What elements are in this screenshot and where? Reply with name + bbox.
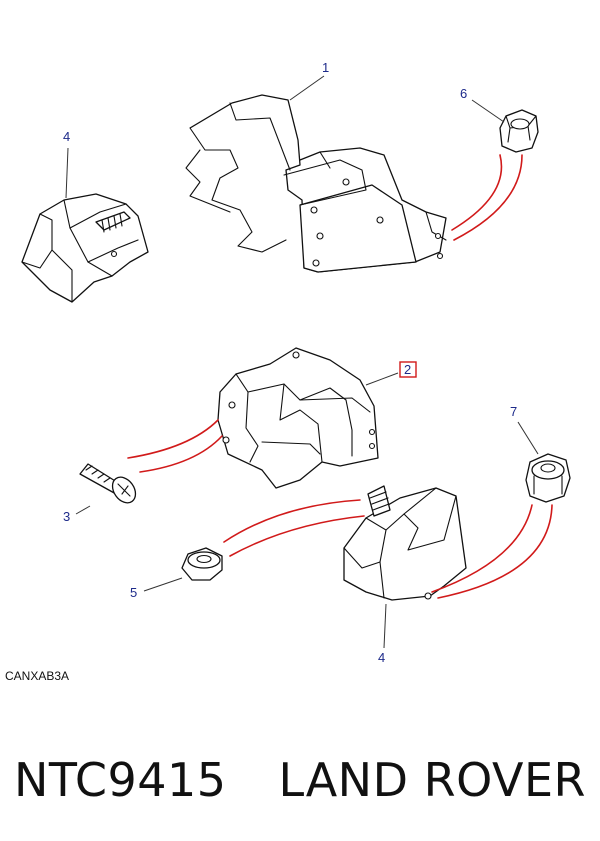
part-4-engine-mount-lower (343, 485, 467, 601)
callout-1[interactable]: 1 (322, 60, 329, 75)
part-4-engine-mount-upper (21, 193, 149, 303)
callout-numbers: 1 6 4 2 7 3 5 4 (63, 60, 517, 665)
part-1-chassis-bracket (185, 94, 447, 273)
callout-3[interactable]: 3 (63, 509, 70, 524)
part-caption: NTC9415 LAND ROVER (0, 735, 600, 825)
part-2-mounting-bracket (217, 347, 379, 489)
callout-7[interactable]: 7 (510, 404, 517, 419)
callout-2[interactable]: 2 (404, 362, 411, 377)
part-5-flange-nut (181, 547, 223, 581)
figure-code: CANXAB3A (5, 669, 69, 683)
assembly-lines (127, 154, 553, 599)
callout-4-lower[interactable]: 4 (378, 650, 385, 665)
part-7-flange-nut (525, 453, 571, 503)
callout-2-highlight-box (399, 361, 417, 378)
callout-5[interactable]: 5 (130, 585, 137, 600)
leader-lines (65, 75, 539, 649)
part-3-bolt (79, 463, 137, 504)
exploded-parts-diagram: 1 6 4 2 7 3 5 4 CANXAB3A (5, 60, 571, 683)
part-6-flange-nut (499, 109, 539, 153)
callout-6[interactable]: 6 (460, 86, 467, 101)
callout-4-upper[interactable]: 4 (63, 129, 70, 144)
brand-name: LAND ROVER (278, 753, 586, 807)
part-number: NTC9415 (14, 753, 227, 807)
